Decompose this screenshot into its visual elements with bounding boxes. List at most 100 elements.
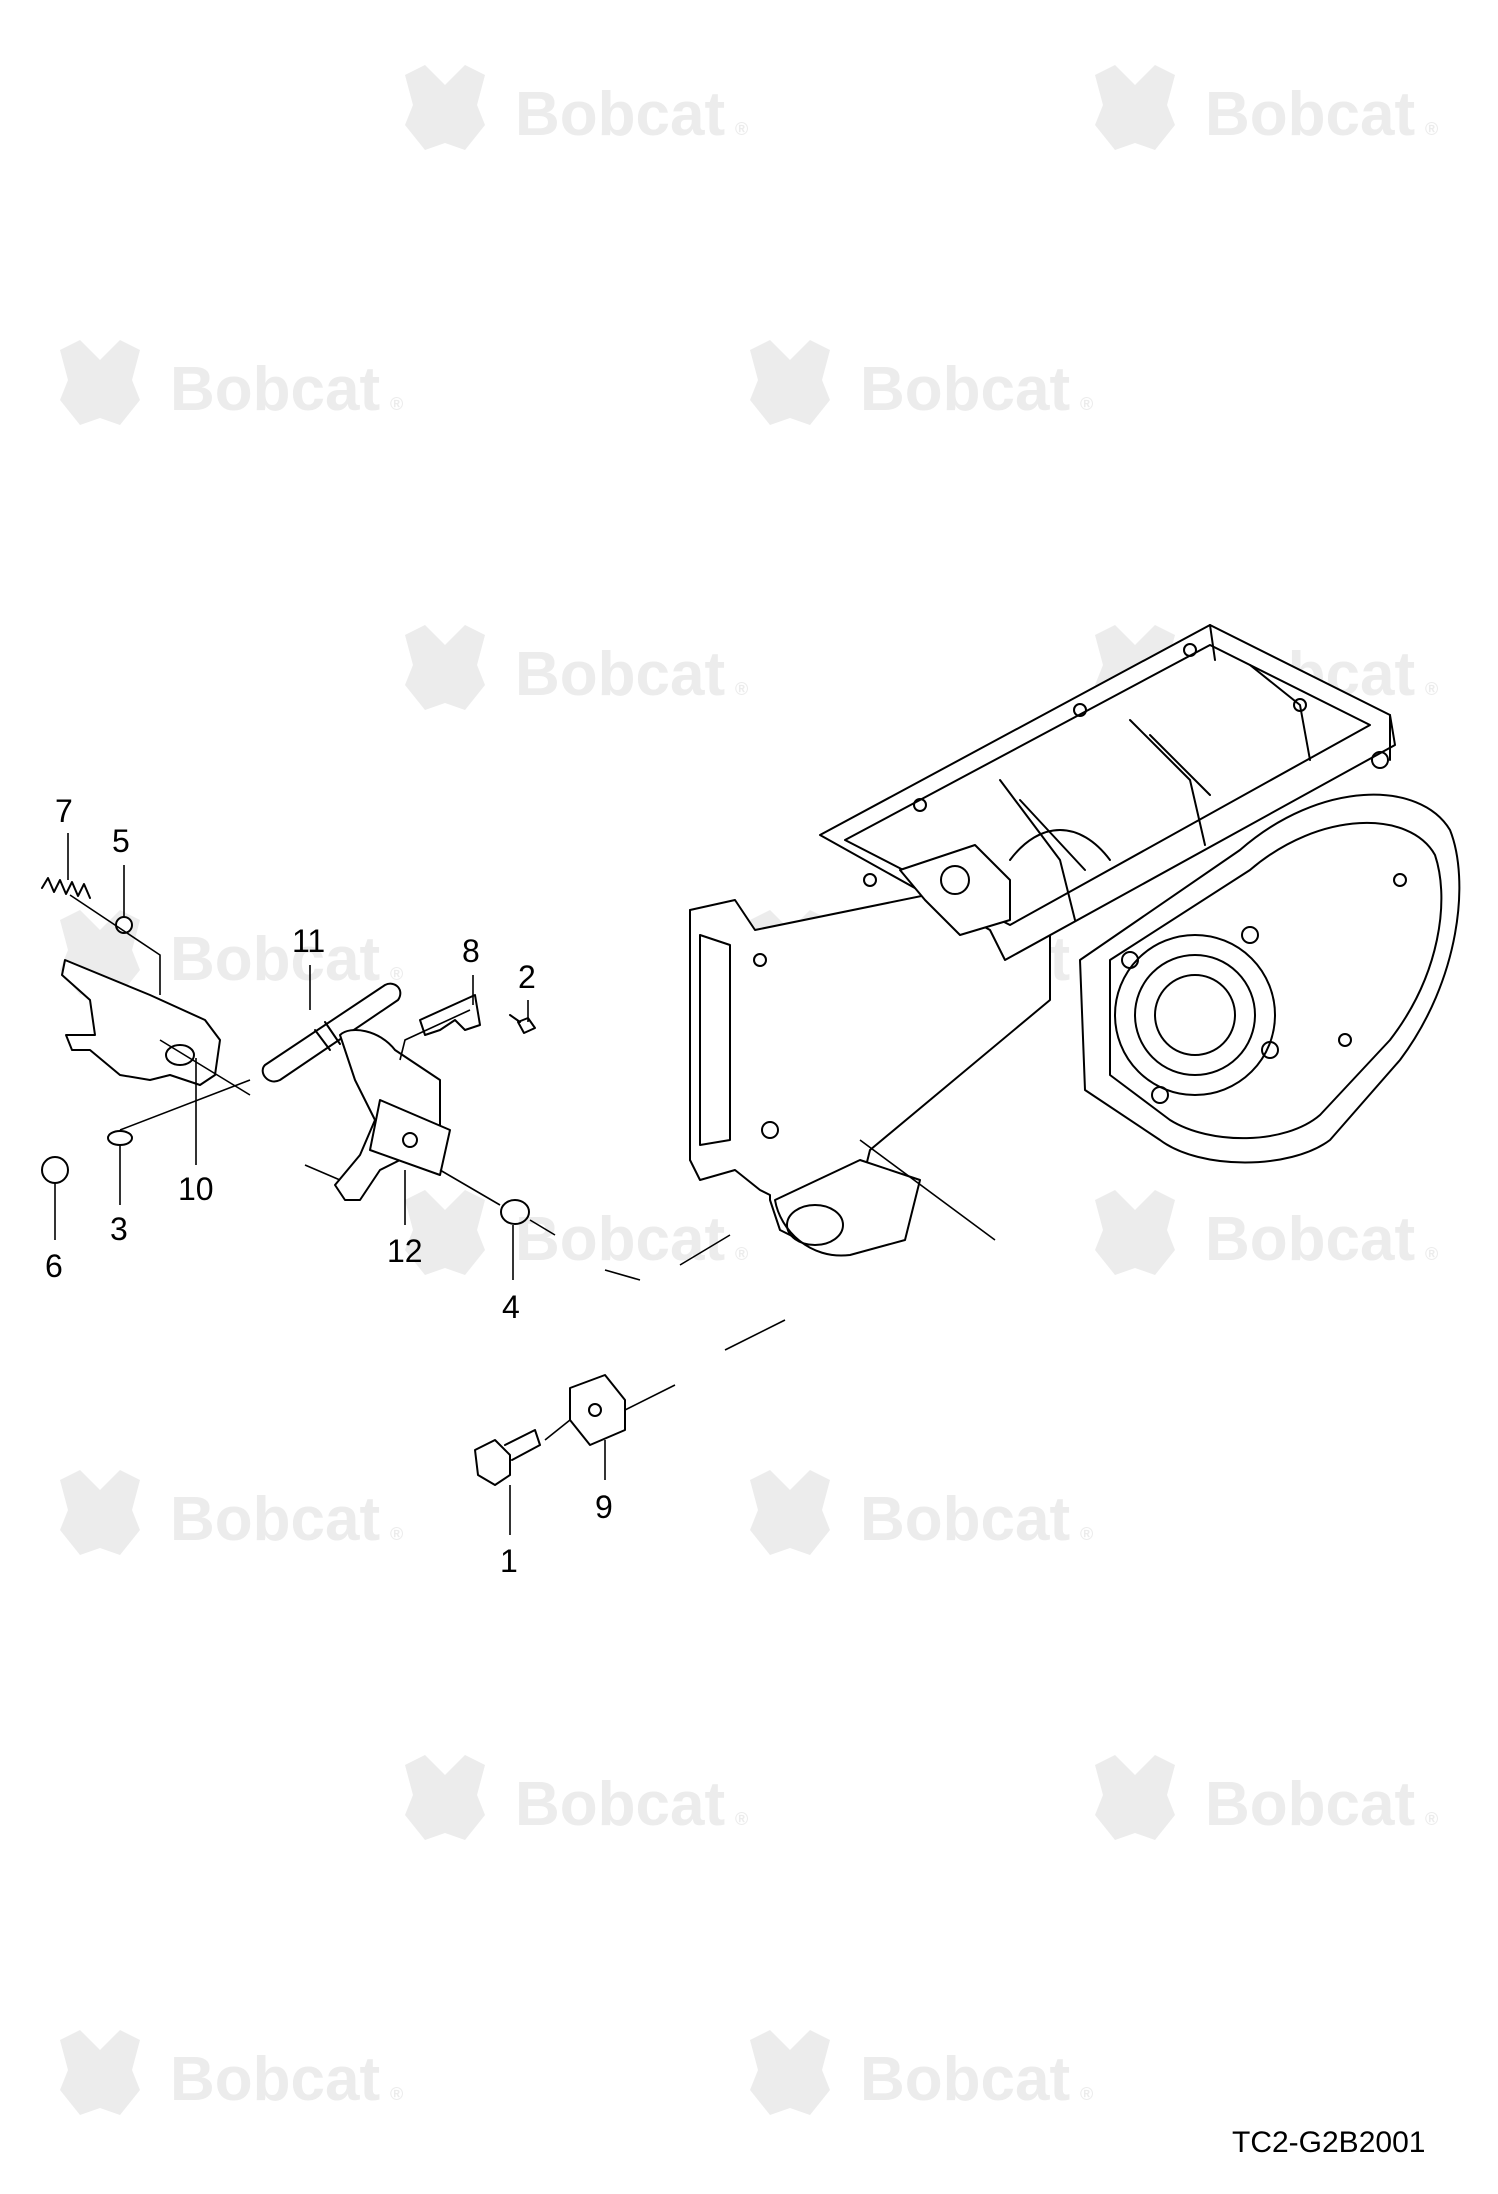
- callout-10: 10: [178, 1171, 214, 1207]
- watermark-trademark: ®: [735, 1244, 748, 1264]
- case-mount-pad: [899, 844, 1011, 936]
- rear-bearing-bore: [1134, 954, 1256, 1076]
- watermark-trademark: ®: [390, 2084, 403, 2104]
- watermark-4: Bobcat ®: [750, 340, 1093, 425]
- callout-labels: 7 5 11 8 2 10 3 6 12 4 9 1: [45, 793, 613, 1579]
- bobcat-logo-icon: [750, 340, 830, 425]
- watermark-trademark: ®: [735, 679, 748, 699]
- watermark-11: Bobcat ®: [60, 1470, 403, 1555]
- front-shaft-boss: [774, 1159, 921, 1257]
- internal-bearing-boss: [1009, 829, 1111, 861]
- centerline-dash-a: [604, 1234, 731, 1281]
- rod-grooves: [314, 1021, 341, 1051]
- callout-6: 6: [45, 1248, 63, 1284]
- bobcat-logo-icon: [60, 340, 140, 425]
- bolt-head: [474, 1439, 511, 1486]
- rear-bearing-inner: [1154, 974, 1236, 1056]
- watermark-trademark: ®: [1425, 1244, 1438, 1264]
- washer-hole: [588, 1403, 602, 1417]
- bobcat-logo-icon: [60, 2030, 140, 2115]
- part-3-snap-ring: [107, 1130, 133, 1146]
- callout-9: 9: [595, 1489, 613, 1525]
- callout-11: 11: [292, 923, 325, 959]
- callout-8: 8: [462, 933, 480, 969]
- watermark-trademark: ®: [390, 1524, 403, 1544]
- watermark-trademark: ®: [1425, 119, 1438, 139]
- part-2-bolt: [509, 1014, 536, 1034]
- watermark-layer: Bobcat ® Bobcat ® Bobcat ® Bobcat ® Bobc…: [60, 65, 1438, 2115]
- part-10-shift-fork: [61, 959, 221, 1086]
- watermark-text: Bobcat: [1205, 80, 1415, 149]
- watermark-trademark: ®: [390, 394, 403, 414]
- watermark-7: Bobcat ®: [60, 910, 403, 995]
- part-12-shift-lever: [334, 1029, 451, 1201]
- callout-1: 1: [500, 1543, 518, 1579]
- bobcat-logo-icon: [1095, 1755, 1175, 1840]
- watermark-text: Bobcat: [170, 355, 380, 424]
- watermark-13: Bobcat ®: [405, 1755, 748, 1840]
- bobcat-logo-icon: [750, 2030, 830, 2115]
- watermark-trademark: ®: [735, 1809, 748, 1829]
- fork-body: [61, 959, 221, 1086]
- watermark-16: Bobcat ®: [750, 2030, 1093, 2115]
- internal-ribs: [999, 664, 1311, 921]
- centerline-case: [859, 1139, 996, 1241]
- watermark-text: Bobcat: [1205, 1205, 1415, 1274]
- spring-coil: [41, 877, 91, 899]
- diagram-reference-code: TC2-G2B2001: [1232, 2126, 1425, 2159]
- watermark-trademark: ®: [1425, 679, 1438, 699]
- watermark-10: Bobcat ®: [1095, 1190, 1438, 1275]
- watermark-15: Bobcat ®: [60, 2030, 403, 2115]
- watermark-text: Bobcat: [515, 80, 725, 149]
- callout-4: 4: [502, 1289, 520, 1325]
- callout-2: 2: [518, 959, 536, 995]
- lever-pin-hole: [402, 1132, 418, 1148]
- watermark-text: Bobcat: [860, 2045, 1070, 2114]
- watermark-2: Bobcat ®: [1095, 65, 1438, 150]
- centerline-clip: [399, 1009, 471, 1061]
- watermark-text: Bobcat: [860, 355, 1070, 424]
- part-9-washer: [569, 1374, 626, 1446]
- transmission-housing: [689, 624, 1461, 1257]
- part-7-spring: [41, 877, 91, 899]
- bobcat-logo-icon: [1095, 65, 1175, 150]
- centerline-shaft: [304, 1164, 556, 1236]
- assembly-lines: [69, 894, 996, 1441]
- watermark-trademark: ®: [1080, 1524, 1093, 1544]
- callout-3: 3: [110, 1211, 128, 1247]
- mount-pad-bore: [940, 865, 970, 895]
- watermark-trademark: ®: [1080, 394, 1093, 414]
- watermark-text: Bobcat: [515, 640, 725, 709]
- bobcat-logo-icon: [405, 625, 485, 710]
- part-4-o-ring: [500, 1199, 530, 1225]
- housing-bolt-holes: [753, 643, 1407, 1139]
- watermark-trademark: ®: [1425, 1809, 1438, 1829]
- bobcat-logo-icon: [1095, 1190, 1175, 1275]
- centerline-ring: [119, 1079, 251, 1131]
- watermark-1: Bobcat ®: [405, 65, 748, 150]
- part-6-plug: [41, 1156, 69, 1184]
- watermark-5: Bobcat ®: [405, 625, 748, 710]
- watermark-text: Bobcat: [170, 925, 380, 994]
- centerline-drain: [544, 1384, 676, 1441]
- leader-lines: [54, 833, 606, 1535]
- rear-bearing-flange: [1114, 934, 1276, 1096]
- lever-shaft: [369, 1099, 451, 1176]
- rear-bell-housing: [1079, 793, 1461, 1164]
- watermark-text: Bobcat: [515, 1205, 725, 1274]
- watermark-text: Bobcat: [170, 2045, 380, 2114]
- watermark-text: Bobcat: [515, 1770, 725, 1839]
- watermark-9: Bobcat ®: [405, 1190, 748, 1275]
- bobcat-logo-icon: [405, 65, 485, 150]
- callout-12: 12: [387, 1233, 423, 1269]
- bobcat-logo-icon: [405, 1755, 485, 1840]
- centerline-dash-b: [724, 1319, 786, 1351]
- bobcat-logo-icon: [750, 1470, 830, 1555]
- watermark-text: Bobcat: [170, 1485, 380, 1554]
- watermark-text: Bobcat: [1205, 1770, 1415, 1839]
- fork-bore: [165, 1044, 195, 1066]
- watermark-trademark: ®: [390, 964, 403, 984]
- watermark-14: Bobcat ®: [1095, 1755, 1438, 1840]
- watermark-trademark: ®: [1080, 2084, 1093, 2104]
